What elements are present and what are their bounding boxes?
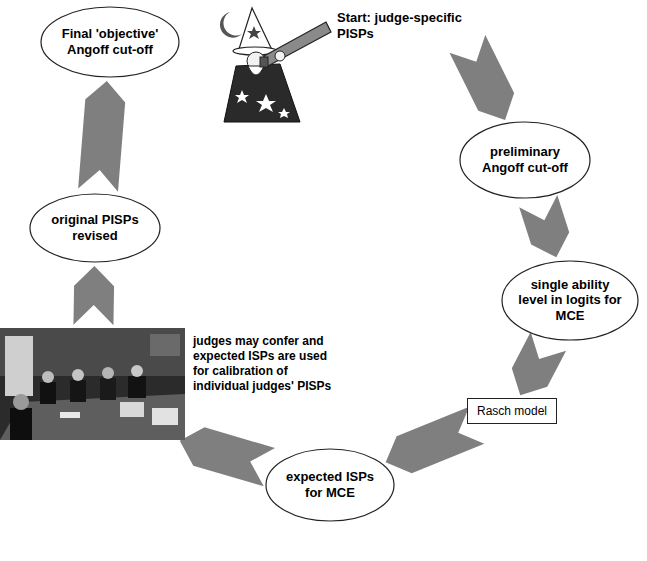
chevron-arrow bbox=[78, 81, 125, 192]
robe-star bbox=[235, 90, 249, 103]
chevron-arrow bbox=[512, 332, 566, 395]
person-body bbox=[10, 408, 32, 440]
wizard-hat bbox=[238, 8, 272, 52]
person-head bbox=[72, 369, 84, 381]
person-head bbox=[13, 394, 29, 410]
hat-star bbox=[247, 26, 261, 39]
laptop bbox=[152, 408, 178, 425]
photo-table bbox=[0, 394, 185, 440]
person-head bbox=[131, 365, 143, 377]
node-label: Start: judge-specific PISPs bbox=[337, 10, 487, 41]
meeting-node: judges may confer and expected ISPs are … bbox=[0, 328, 338, 440]
node-label: Final 'objective' Angoff cut-off bbox=[56, 26, 165, 57]
process-ellipse: single ability level in logits for MCE bbox=[501, 260, 639, 341]
node-label: Rasch model bbox=[477, 404, 547, 418]
person-head bbox=[102, 367, 114, 379]
wizard-hand bbox=[275, 51, 285, 61]
telescope-eyepiece bbox=[260, 57, 268, 67]
ellipse-shape bbox=[502, 261, 638, 340]
ellipse-shape bbox=[266, 449, 394, 521]
chevron-arrow bbox=[519, 195, 569, 257]
robe-star bbox=[256, 94, 276, 112]
paper-sheet bbox=[60, 412, 80, 418]
result-ellipse: Final 'objective' Angoff cut-off bbox=[40, 6, 180, 78]
telescope bbox=[264, 22, 331, 66]
meeting-photo bbox=[0, 328, 185, 440]
chevron-arrow bbox=[449, 35, 514, 120]
person-body bbox=[128, 376, 146, 398]
person-body bbox=[100, 378, 116, 400]
node-label: preliminary Angoff cut-off bbox=[474, 144, 577, 175]
node-label: original PISPs revised bbox=[44, 212, 147, 243]
node-label: judges may confer and expected ISPs are … bbox=[193, 334, 338, 394]
node-label: expected ISPs for MCE bbox=[280, 469, 381, 500]
chevron-arrow bbox=[73, 266, 114, 325]
ellipse-shape bbox=[30, 194, 160, 262]
start-note: Start: judge-specific PISPs bbox=[337, 10, 487, 41]
person-body bbox=[40, 382, 56, 404]
process-ellipse: expected ISPs for MCE bbox=[265, 448, 395, 522]
photo-frame bbox=[150, 334, 180, 356]
process-ellipse: original PISPs revised bbox=[29, 193, 161, 263]
chevron-arrow bbox=[180, 427, 275, 486]
photo-window bbox=[5, 336, 33, 396]
model-box: Rasch model bbox=[467, 398, 557, 424]
node-label: single ability level in logits for MCE bbox=[516, 277, 624, 324]
person-head bbox=[42, 371, 54, 383]
robe-star bbox=[278, 108, 290, 118]
moon-symbol bbox=[220, 12, 242, 38]
ellipse-shape bbox=[460, 122, 590, 198]
wizard-robe bbox=[224, 64, 300, 122]
process-ellipse: preliminary Angoff cut-off bbox=[459, 121, 591, 199]
laptop bbox=[120, 402, 144, 417]
person-body bbox=[70, 380, 86, 402]
ellipse-shape bbox=[41, 7, 179, 77]
wizard-illustration bbox=[208, 4, 338, 126]
photo-ground bbox=[0, 328, 185, 440]
